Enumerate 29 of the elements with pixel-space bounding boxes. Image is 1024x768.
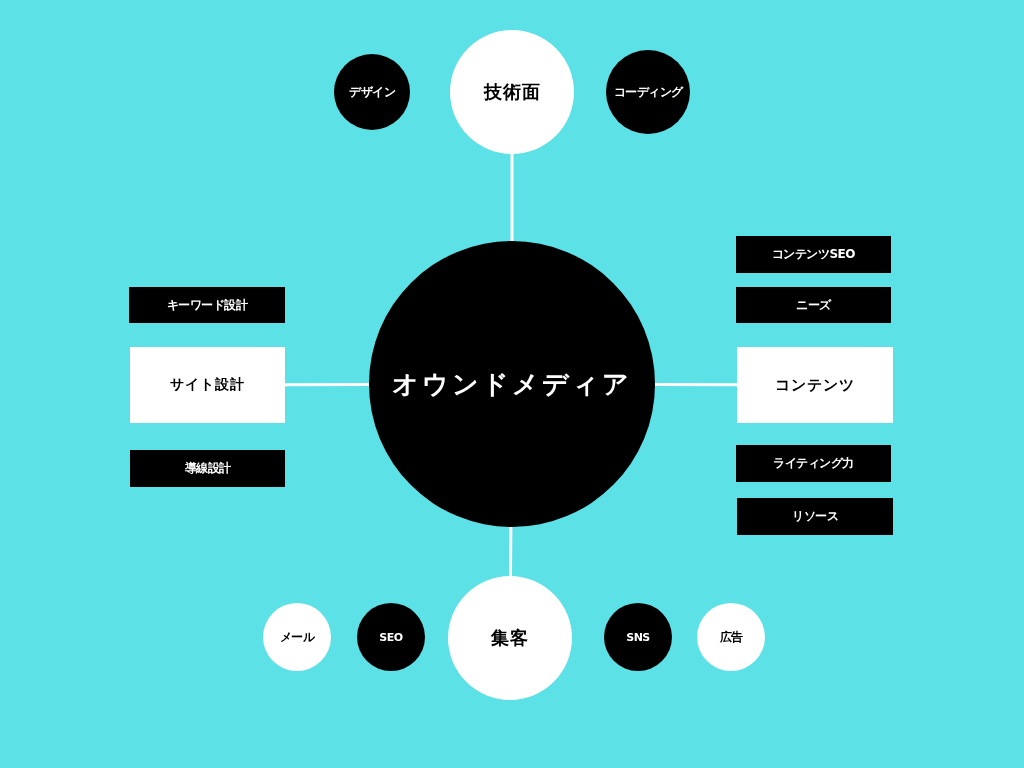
label-box (736, 287, 891, 323)
node-label: 集客 (491, 626, 529, 650)
node-label: リソース (792, 508, 838, 525)
node-label: 導線設計 (184, 460, 231, 477)
connector-line (510, 154, 514, 241)
node-label: コンテンツ (775, 375, 855, 395)
label-box (130, 450, 285, 487)
label-box (129, 287, 285, 323)
node-label: メール (279, 628, 315, 646)
connector-line (285, 382, 369, 387)
label-box (130, 347, 285, 423)
label-box (736, 236, 891, 273)
label-box (737, 498, 893, 535)
connector-line (655, 382, 737, 387)
node-label: 技術面 (483, 80, 541, 104)
label-box (737, 347, 893, 423)
node-label: SNS (626, 630, 650, 644)
node-label: 広告 (719, 628, 743, 646)
label-box (736, 445, 891, 482)
connector-line (509, 527, 513, 576)
node-label: デザイン (349, 83, 395, 101)
node-label: サイト設計 (170, 376, 245, 394)
node-label: オウンドメディア (392, 367, 632, 401)
node-label: コンテンツSEO (771, 246, 855, 263)
node-label: SEO (379, 630, 403, 644)
node-label: ライティング力 (773, 455, 854, 472)
node-label: キーワード設計 (166, 296, 248, 314)
node-label: コーディング (613, 83, 683, 101)
node-label: ニーズ (796, 296, 831, 314)
